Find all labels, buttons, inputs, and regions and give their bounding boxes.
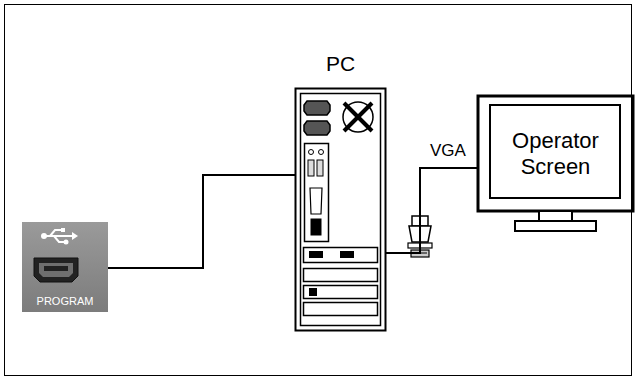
usb-cable	[108, 175, 295, 268]
monitor	[478, 96, 633, 231]
pc-tower-box: PC	[295, 88, 386, 331]
monitor-box: Operator Screen	[477, 95, 634, 212]
node-heading: PC	[295, 52, 386, 76]
program-port-panel: PROGRAM	[22, 222, 108, 312]
node-label: Operator Screen	[487, 128, 624, 179]
program-panel	[22, 222, 108, 312]
vga-cable	[386, 168, 477, 253]
frame	[5, 5, 632, 376]
pc-tower	[296, 89, 386, 331]
node-label: PROGRAM	[37, 295, 94, 308]
cable-label: VGA	[428, 142, 468, 161]
